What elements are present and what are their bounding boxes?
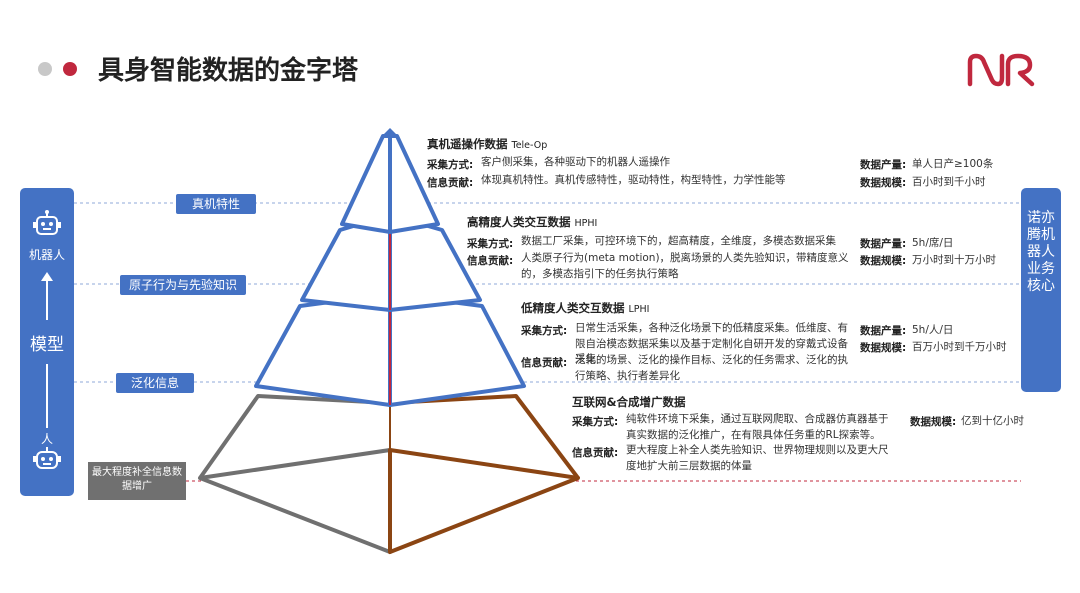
tier-1-output-label: 数据产量: — [860, 159, 907, 171]
tier-3-output: 5h/人/日 — [912, 324, 954, 336]
tier-3-output-label: 数据产量: — [860, 325, 907, 337]
tier-1-title-cn: 真机遥操作数据 — [427, 137, 508, 151]
tag-augmentation: 最大程度补全信息数据增广 — [88, 462, 186, 500]
tier-2-info: 人类原子行为(meta motion)，脱离场景的人类先验知识，带精度意义的，多… — [521, 252, 849, 280]
up-arrow-icon — [41, 272, 53, 281]
tier-2-collect: 数据工厂采集，可控环境下的，超高精度，全维度，多模态数据采集 — [521, 235, 836, 247]
tier-1-scale: 百小时到千小时 — [912, 176, 986, 188]
tag-real-machine: 真机特性 — [176, 194, 256, 214]
robot-label: 机器人 — [28, 248, 65, 262]
arrow-line-bottom — [46, 364, 48, 428]
robot-head-icon — [33, 210, 61, 235]
tag-atomic-behavior: 原子行为与先验知识 — [120, 275, 246, 295]
page-title: 具身智能数据的金字塔 — [98, 56, 359, 86]
tier-3-title-cn: 低精度人类交互数据 — [521, 301, 625, 315]
red-dot — [63, 62, 77, 76]
tier-2-collect-label: 采集方式: — [467, 238, 514, 250]
right-bar: 诺亦腾机器人业务核心 — [1021, 188, 1061, 392]
tier-2-output: 5h/席/日 — [912, 237, 954, 249]
tier-1-info-label: 信息贡献: — [427, 177, 474, 189]
tier-3-collect: 日常生活采集，各种泛化场景下的低精度采集。低维度、有限自治模态数据采集以及基于定… — [575, 322, 848, 365]
tier-2-title-en: HPHI — [574, 218, 598, 229]
tier-3-info: 泛化的场景、泛化的操作目标、泛化的任务需求、泛化的执行策略、执行者差异化 — [575, 354, 848, 382]
tier-4-title: 互联网&合成增广数据 — [572, 395, 686, 409]
tier-1-shape — [340, 128, 440, 234]
tier-2-output-label: 数据产量: — [860, 238, 907, 250]
arrow-line-top — [46, 280, 48, 320]
tier-2-scale-label: 数据规模: — [860, 255, 907, 267]
tier-1-info: 体现真机特性。真机传感特性，驱动特性，构型特性，力学性能等 — [481, 174, 786, 186]
tier-3-title-en: LPHI — [628, 304, 650, 315]
robot-face-icon — [33, 447, 61, 469]
tier-1-collect-label: 采集方式: — [427, 159, 474, 171]
tier-1-title-en: Tele-Op — [511, 140, 548, 151]
tier-4-scale: 亿到十亿小时 — [961, 415, 1024, 427]
tier-4-collect-label: 采集方式: — [572, 416, 619, 428]
tier-2-info-label: 信息贡献: — [467, 255, 514, 267]
tier-1-output: 单人日产≥100条 — [912, 158, 994, 170]
human-label: 人 — [40, 432, 53, 446]
tier-3-collect-label: 采集方式: — [521, 325, 568, 337]
tier-1-collect: 客户侧采集，各种驱动下的机器人遥操作 — [481, 156, 670, 168]
tier-1-scale-label: 数据规模: — [860, 177, 907, 189]
tag-generalization: 泛化信息 — [116, 373, 194, 393]
grey-dot — [38, 62, 52, 76]
tier-4-scale-label: 数据规模: — [910, 416, 957, 428]
tier-3-scale-label: 数据规模: — [860, 342, 907, 354]
tier-4-shape — [198, 394, 580, 554]
company-logo — [967, 53, 1035, 87]
left-bar: 机器人 模型 人 — [20, 188, 74, 496]
tier-4-info: 更大程度上补全人类先验知识、世界物理规则以及更大尺度地扩大前三层数据的体量 — [626, 444, 889, 472]
model-label: 模型 — [30, 335, 64, 355]
tier-2-title-cn: 高精度人类交互数据 — [467, 215, 571, 229]
tier-3-scale: 百万小时到千万小时 — [912, 341, 1007, 353]
tier-3-info-label: 信息贡献: — [521, 357, 568, 369]
right-bar-text: 诺亦腾机器人业务核心 — [1027, 210, 1055, 294]
tier-4-collect: 纯软件环境下采集，通过互联网爬取、合成器仿真器基于真实数据的泛化推广，在有限具体… — [626, 413, 889, 441]
tier-4-info-label: 信息贡献: — [572, 447, 619, 459]
tier-2-scale: 万小时到十万小时 — [912, 254, 996, 266]
